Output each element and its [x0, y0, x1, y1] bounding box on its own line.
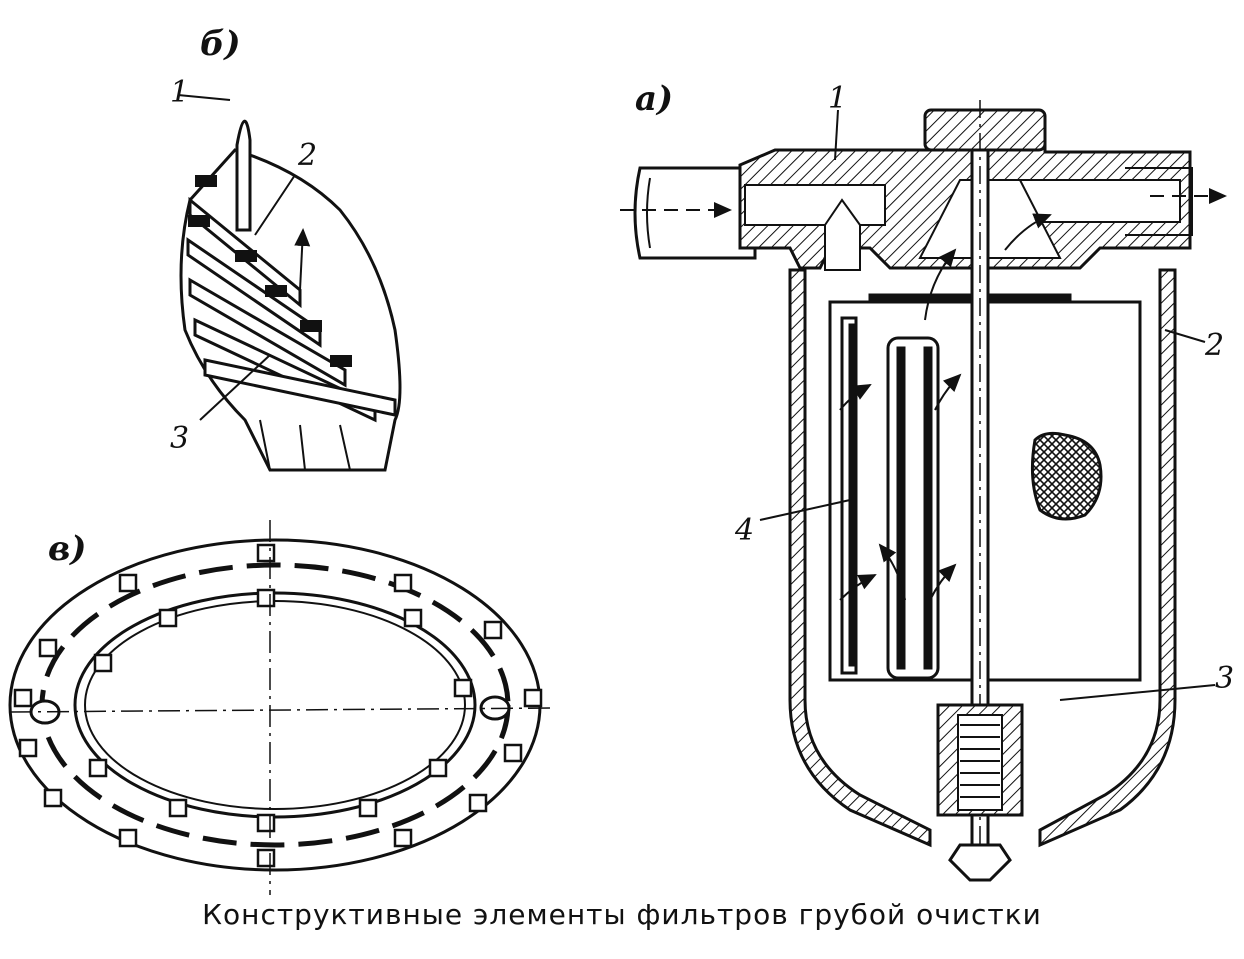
view-b-plate-stack-cutaway [177, 94, 402, 472]
view-b-label-1: 1 [170, 75, 189, 110]
view-a-label-3: 3 [1215, 661, 1234, 696]
view-b-label-3: 3 [170, 421, 189, 456]
view-v-filter-plate [8, 520, 556, 895]
view-a-label-4: 4 [734, 513, 754, 548]
view-v-letter: в) [48, 529, 86, 569]
inlet-fitting [633, 166, 757, 260]
view-b-letter: б) [200, 24, 241, 64]
filter-bowl [788, 268, 932, 848]
view-a-letter: а) [635, 79, 673, 119]
figure-caption: Конструктивные элементы фильтров грубой … [202, 898, 1042, 931]
view-a-label-1: 1 [828, 81, 847, 116]
mesh-window [1030, 431, 1103, 521]
view-b-label-2: 2 [297, 138, 317, 173]
view-a-filter-assembly [620, 100, 1227, 882]
view-a-label-2: 2 [1204, 328, 1224, 363]
